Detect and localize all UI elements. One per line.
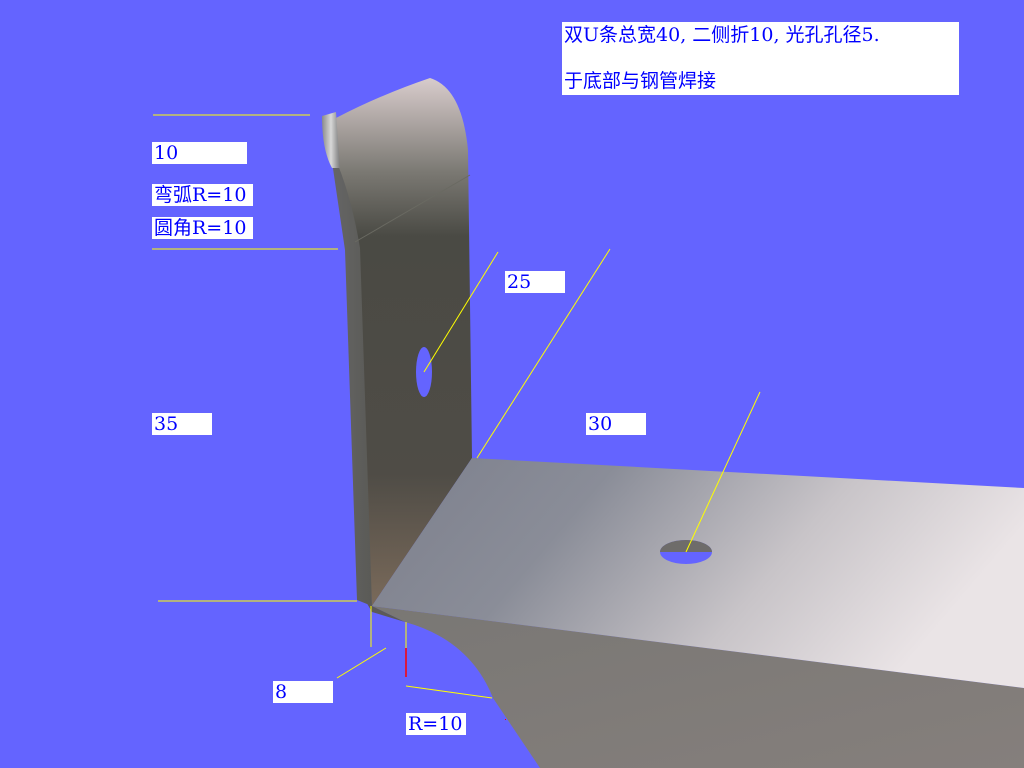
dim-label-hole-vertical: 25 — [505, 271, 565, 293]
dim-label-hole-horizontal: 30 — [586, 413, 646, 435]
dim-label-bottom-radius: R=10 — [406, 713, 466, 735]
upright-lip — [322, 112, 340, 168]
dim-label-corner-radius: 圆角R=10 — [152, 217, 253, 239]
dim-label-vertical-height: 35 — [152, 413, 212, 435]
note-line-2: 于底部与钢管焊接 — [564, 70, 717, 92]
bottom-front-face — [372, 606, 1024, 768]
dim-label-thickness: 8 — [273, 681, 333, 703]
dim-label-top-height: 10 — [152, 142, 247, 164]
upright-face — [336, 78, 472, 606]
bottom-top-face — [372, 458, 1024, 688]
dimension-lines — [152, 114, 761, 699]
note-line-1: 双U条总宽40, 二侧折10, 光孔孔径5. — [564, 24, 880, 46]
description-note: 双U条总宽40, 二侧折10, 光孔孔径5. 于底部与钢管焊接 — [562, 22, 959, 95]
dim-label-bend-radius: 弯弧R=10 — [152, 184, 253, 206]
